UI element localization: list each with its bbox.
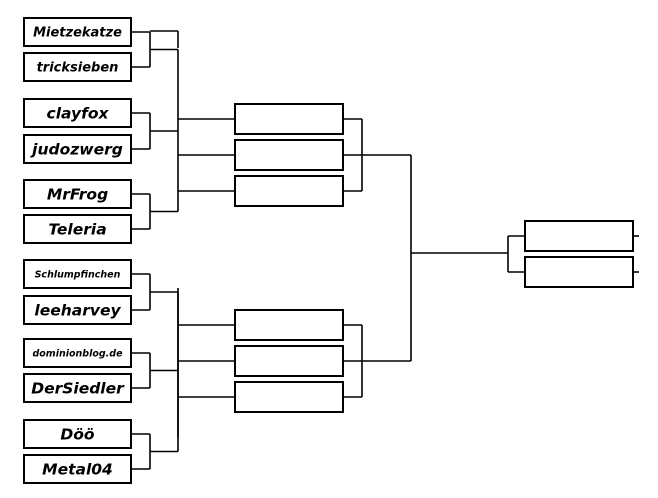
semifinal-slot-box: [234, 175, 344, 207]
final-slot-box: [524, 256, 634, 288]
semifinal-slot-box: [234, 103, 344, 135]
player-slot: dominionblog.de: [23, 338, 132, 368]
player-slot-box: [23, 179, 132, 209]
semifinal-slot: [234, 139, 344, 171]
player-slot: clayfox: [23, 98, 132, 128]
player-slot: DerSiedler: [23, 373, 132, 403]
player-name: Teleria: [48, 221, 106, 239]
final-slot: [524, 256, 634, 288]
semifinal-slot-box: [234, 309, 344, 341]
semifinal-slot: [234, 381, 344, 413]
player-slot-box: [23, 98, 132, 128]
player-slot: Metal04: [23, 454, 132, 484]
final-slot-box: [524, 220, 634, 252]
player-slot-box: [23, 214, 132, 244]
bracket-slots: Mietzekatze tricksieben clayfox judozwergMr…: [23, 17, 634, 484]
player-slot-box: [23, 338, 132, 368]
player-slot: Schlumpfinchen: [23, 259, 132, 289]
semifinal-slot: [234, 103, 344, 135]
player-slot-box: [23, 295, 132, 325]
player-slot: leeharvey: [23, 295, 132, 325]
player-name: Schlumpfinchen: [35, 269, 121, 280]
player-name: Metal04: [42, 461, 113, 479]
player-name: MrFrog: [47, 186, 108, 204]
player-slot: tricksieben: [23, 52, 132, 82]
player-name: DerSiedler: [31, 380, 125, 398]
player-slot: Döö: [23, 419, 132, 449]
player-name: leeharvey: [34, 302, 121, 320]
player-name: tricksieben: [37, 61, 119, 76]
player-name: Mietzekatze: [33, 26, 122, 41]
semifinal-slot-box: [234, 381, 344, 413]
player-slot-box: [23, 419, 132, 449]
player-name: clayfox: [47, 105, 110, 123]
semifinal-slot-box: [234, 345, 344, 377]
semifinal-slot: [234, 345, 344, 377]
final-slot: [524, 220, 634, 252]
player-slot: MrFrog: [23, 179, 132, 209]
semifinal-slot: [234, 309, 344, 341]
bracket-connectors: [131, 30, 639, 470]
player-slot-box: [23, 373, 132, 403]
player-slot: judozwerg: [23, 134, 132, 164]
player-name: dominionblog.de: [32, 348, 123, 359]
player-slot-box: [23, 52, 132, 82]
semifinal-slot-box: [234, 139, 344, 171]
player-slot: Teleria: [23, 214, 132, 244]
player-slot-box: [23, 134, 132, 164]
player-slot-box: [23, 259, 132, 289]
player-slot: Mietzekatze: [23, 17, 132, 47]
player-name: Döö: [60, 426, 95, 444]
player-slot-box: [23, 454, 132, 484]
player-name: judozwerg: [30, 141, 123, 159]
player-slot-box: [23, 17, 132, 47]
semifinal-slot: [234, 175, 344, 207]
